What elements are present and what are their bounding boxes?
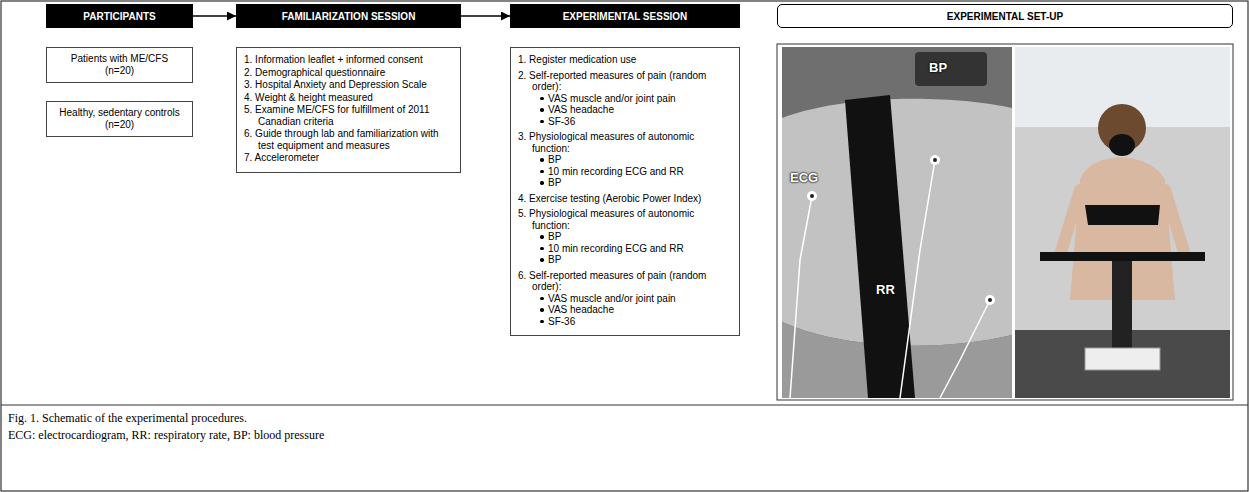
- abbreviation-note: ECG: electrocardiogram, RR: respiratory …: [8, 428, 324, 443]
- photo-ground: [1015, 47, 1230, 398]
- list-box: 1. Register medication use 2. Self-report…: [510, 47, 740, 336]
- list-item: VAS headache: [518, 104, 734, 116]
- group-box: Healthy, sedentary controls (n=20): [46, 101, 193, 137]
- bp-cuff: [915, 52, 987, 86]
- list-item: VAS headache: [518, 304, 734, 316]
- list-item: 3. Physiological measures of autonomic f…: [518, 131, 734, 154]
- list-item: SF-36: [518, 116, 734, 128]
- photo-ground: [782, 47, 1012, 398]
- setup-panel: [777, 44, 1233, 400]
- group-box: Patients with ME/CFS (n=20): [46, 47, 193, 83]
- list-item: 6. Self-reported measures of pain (rando…: [518, 270, 734, 293]
- list-item: BP: [518, 177, 734, 189]
- list-item: 4. Weight & height measured: [244, 92, 455, 104]
- caption-divider: [1, 405, 1248, 406]
- flow-arrow: [461, 15, 510, 17]
- electrode: [985, 295, 995, 305]
- list-item: 5. Physiological measures of autonomic f…: [518, 208, 734, 231]
- handlebar: [1040, 252, 1205, 261]
- list-box: 1. Information leaflet + informed consen…: [236, 47, 461, 173]
- list-item: SF-36: [518, 316, 734, 328]
- sports-bra: [1085, 205, 1160, 225]
- ecg-wire: [900, 160, 935, 398]
- figure-caption: Fig. 1. Schematic of the experimental pr…: [8, 411, 247, 426]
- header-bar: EXPERIMENTAL SET-UP: [777, 4, 1233, 28]
- list-item: VAS muscle and/or joint pain: [518, 293, 734, 305]
- list-item: 1. Register medication use: [518, 54, 734, 66]
- breathing-mask: [1109, 134, 1135, 156]
- header-text: EXPERIMENTAL SET-UP: [947, 11, 1063, 22]
- list-item: 10 min recording ECG and RR: [518, 166, 734, 178]
- header-bar: FAMILIARIZATION SESSION: [236, 4, 461, 28]
- electrode: [807, 191, 817, 201]
- respiration-belt: [845, 95, 915, 398]
- arm: [1060, 190, 1080, 255]
- group-label: Patients with ME/CFS (n=20): [62, 53, 177, 77]
- electrode: [988, 298, 992, 302]
- bike-stem: [1112, 261, 1132, 351]
- electrode: [810, 194, 814, 198]
- electrode: [930, 155, 940, 165]
- list-item: 10 min recording ECG and RR: [518, 243, 734, 255]
- sensor-label: BP: [929, 60, 947, 75]
- bike-base: [1085, 348, 1160, 370]
- header-bar: PARTICIPANTS: [46, 4, 193, 28]
- list-item: 6. Guide through lab and familiarization…: [244, 128, 455, 151]
- list-item: 7. Accelerometer: [244, 152, 455, 164]
- sensor-label: RR: [876, 282, 895, 297]
- cycling-photo: [1015, 47, 1230, 398]
- arm: [1165, 190, 1185, 255]
- list-item: BP: [518, 154, 734, 166]
- flow-arrow: [193, 15, 236, 17]
- sensor-label: ECG: [790, 170, 818, 185]
- list-item: BP: [518, 231, 734, 243]
- ecg-wire: [940, 300, 990, 398]
- list-item: 4. Exercise testing (Aerobic Power Index…: [518, 193, 734, 205]
- list-item: 2. Demographical questionnaire: [244, 67, 455, 79]
- header-text: FAMILIARIZATION SESSION: [282, 11, 416, 22]
- electrode: [933, 158, 937, 162]
- list-item: BP: [518, 254, 734, 266]
- list-item: VAS muscle and/or joint pain: [518, 93, 734, 105]
- list-item: 1. Information leaflet + informed consen…: [244, 54, 455, 66]
- header-text: PARTICIPANTS: [83, 11, 155, 22]
- list-item: 3. Hospital Anxiety and Depression Scale: [244, 79, 455, 91]
- header-bar: EXPERIMENTAL SESSION: [510, 4, 740, 28]
- header-text: EXPERIMENTAL SESSION: [563, 11, 688, 22]
- list-item: 2. Self-reported measures of pain (rando…: [518, 70, 734, 93]
- list-item: 5. Examine ME/CFS for fulfillment of 201…: [244, 104, 455, 127]
- electrode-photo: [782, 47, 1012, 398]
- ecg-wire: [790, 196, 812, 398]
- group-label: Healthy, sedentary controls (n=20): [51, 107, 188, 131]
